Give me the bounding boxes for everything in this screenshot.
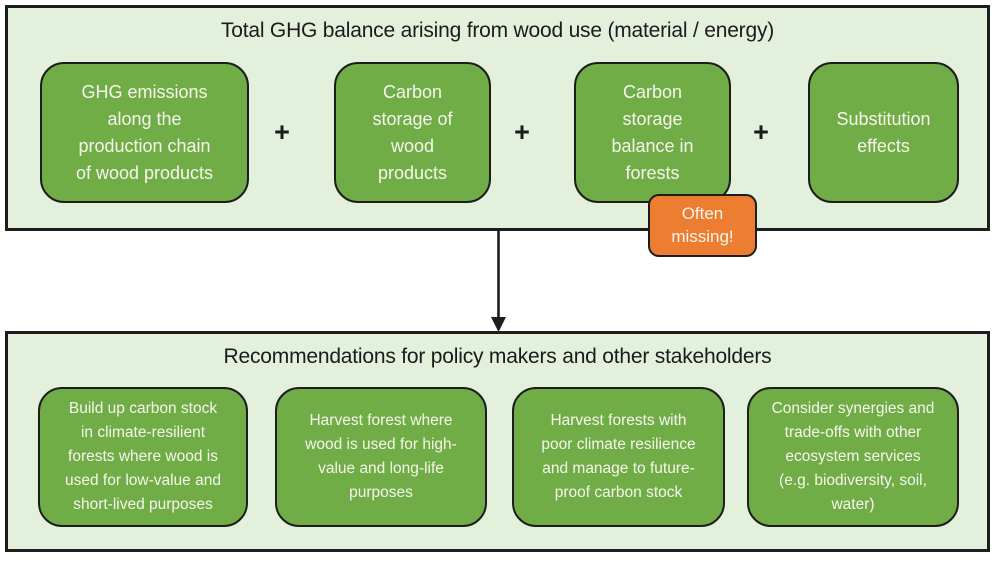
box-ghg-emissions: GHG emissions along the production chain…	[40, 62, 249, 203]
box-carbon-storage-forests-label: Carbon storage balance in forests	[611, 81, 694, 183]
ghg-balance-title: Total GHG balance arising from wood use …	[220, 19, 775, 42]
plus-operator-2: +	[514, 116, 530, 147]
box-substitution-effects: Substitution effects	[808, 62, 959, 203]
box-substitution-effects-label: Substitution effects	[836, 108, 931, 156]
box-harvest-high-value-label: Harvest forest where wood is used for hi…	[305, 411, 457, 502]
box-harvest-high-value: Harvest forest where wood is used for hi…	[275, 387, 487, 527]
box-carbon-storage-products: Carbon storage of wood products	[334, 62, 491, 203]
box-harvest-poor-resilience-label: Harvest forests with poor climate resili…	[541, 411, 696, 502]
plus-operator-3: +	[753, 116, 769, 147]
recommendations-title: Recommendations for policy makers and ot…	[223, 345, 772, 368]
box-harvest-poor-resilience: Harvest forests with poor climate resili…	[512, 387, 725, 527]
box-ghg-emissions-label: GHG emissions along the production chain…	[75, 81, 214, 183]
box-consider-synergies-label: Consider synergies and trade-offs with o…	[771, 399, 935, 514]
box-carbon-storage-products-label: Carbon storage of wood products	[372, 81, 453, 183]
often-missing-callout: Often missing!	[648, 194, 757, 257]
box-build-up-carbon-stock-label: Build up carbon stock in climate-resilie…	[65, 399, 221, 514]
box-consider-synergies: Consider synergies and trade-offs with o…	[747, 387, 959, 527]
down-arrow-icon	[491, 229, 506, 332]
box-build-up-carbon-stock: Build up carbon stock in climate-resilie…	[38, 387, 248, 527]
box-carbon-storage-forests: Carbon storage balance in forests	[574, 62, 731, 203]
plus-operator-1: +	[274, 116, 290, 147]
